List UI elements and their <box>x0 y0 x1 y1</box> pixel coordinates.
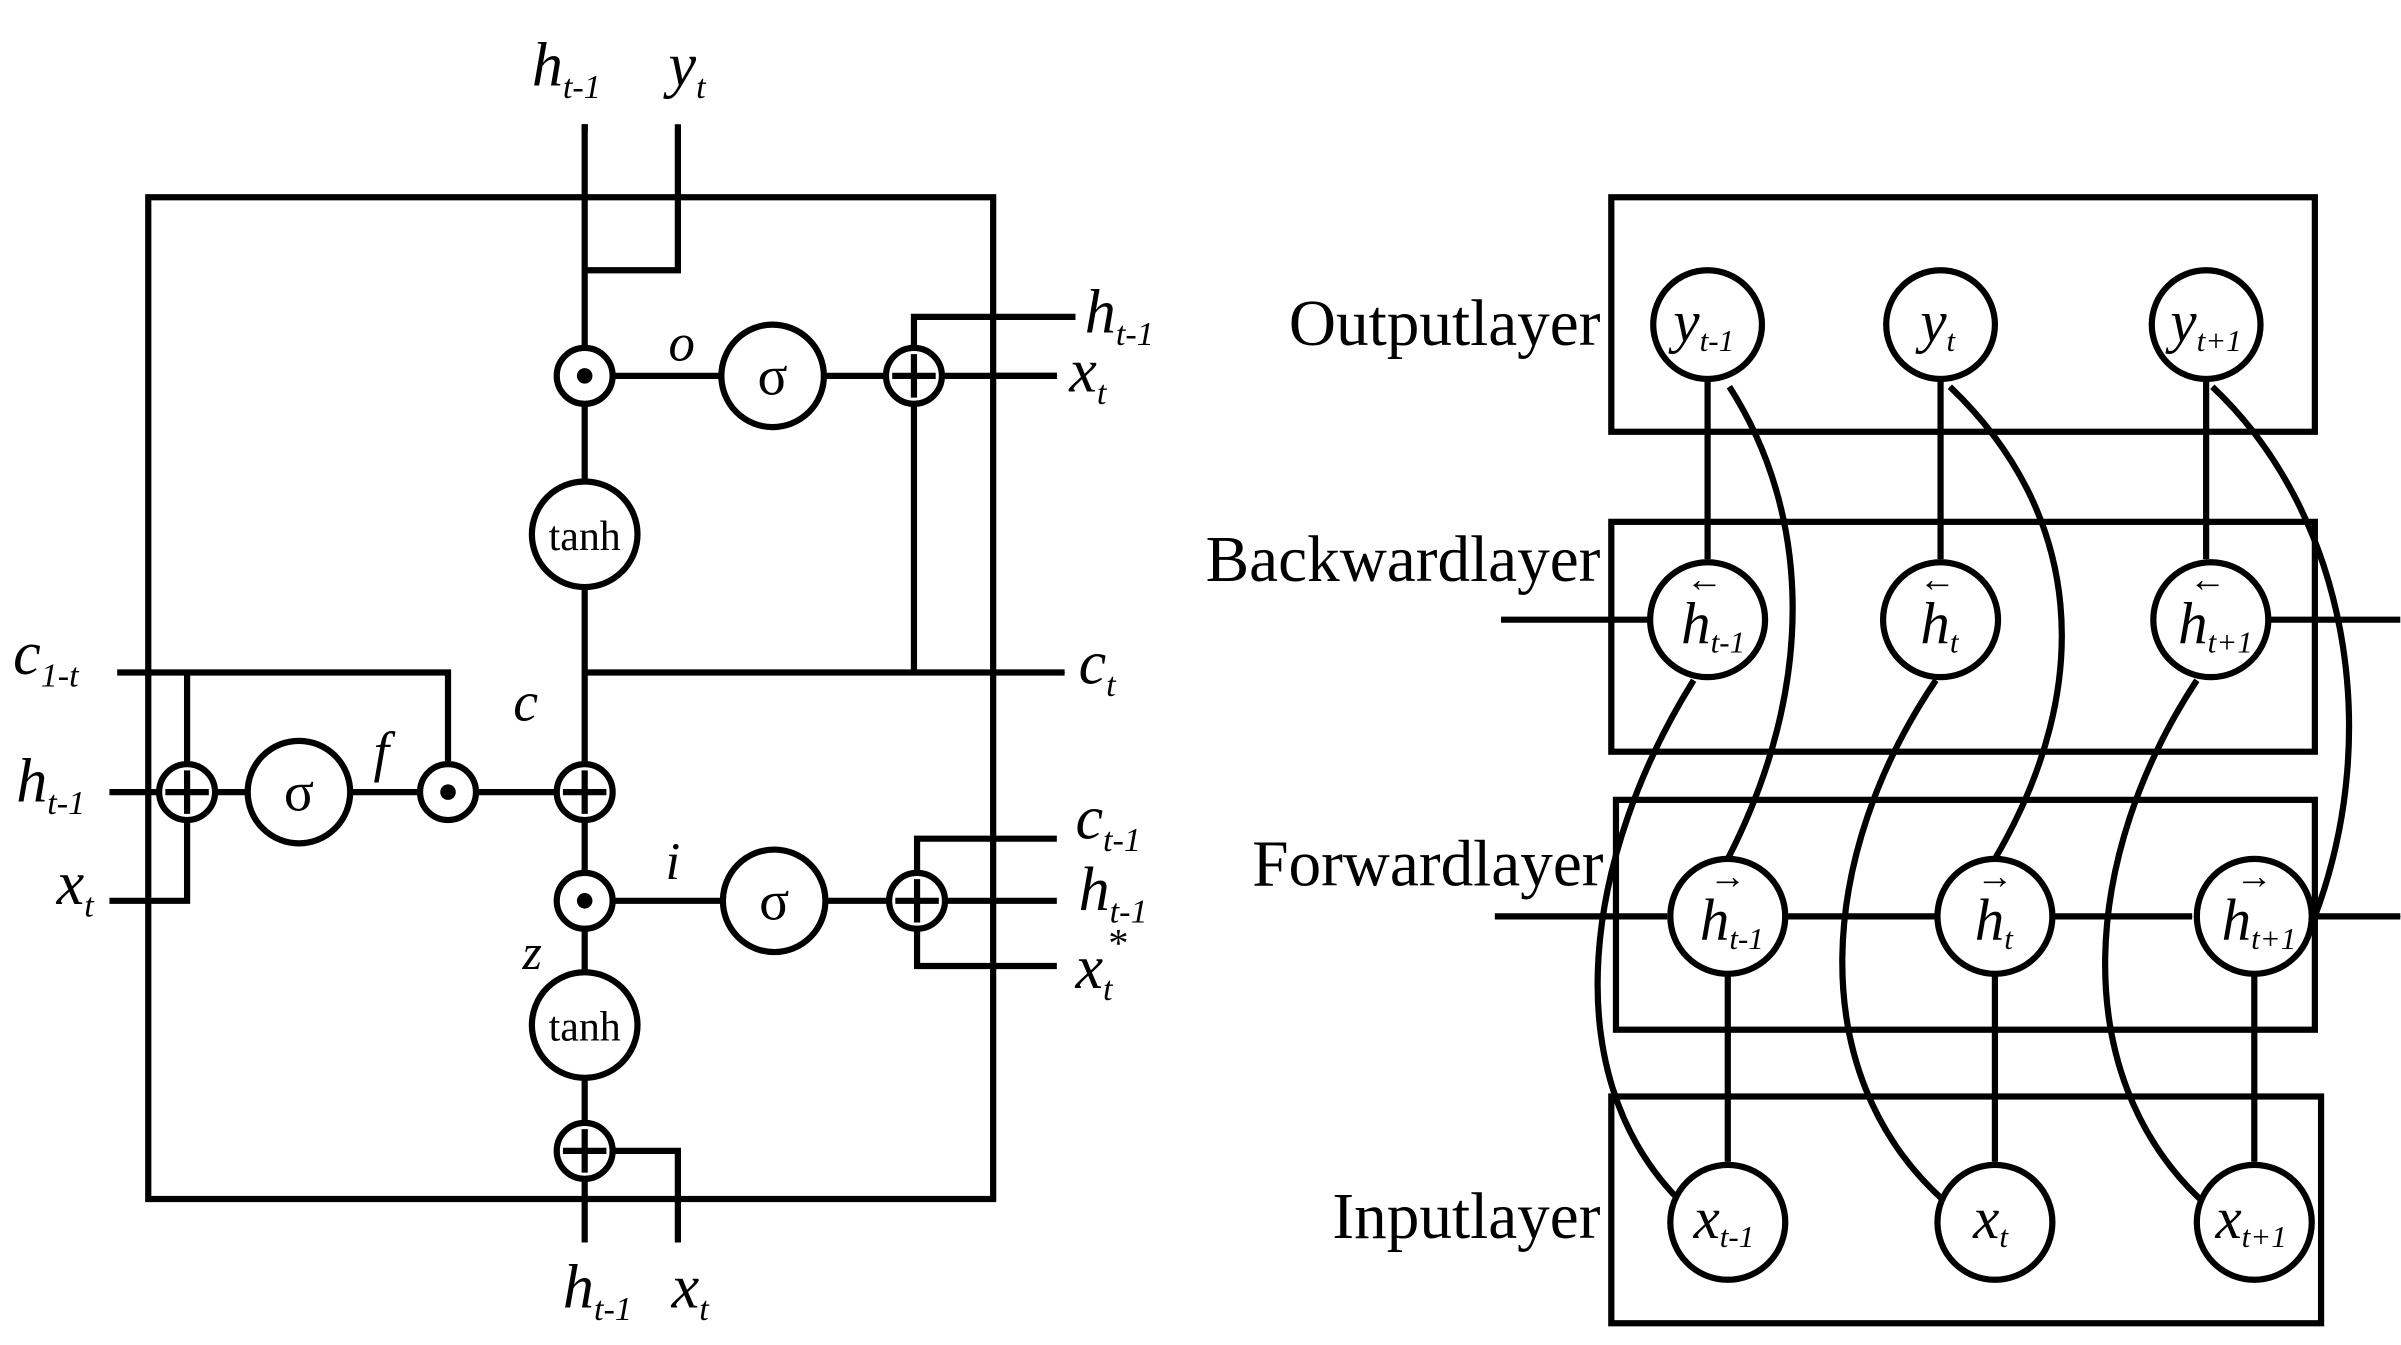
svg-text:ht: ht <box>1975 887 2015 956</box>
forward-arrow-glyph: → <box>1709 856 1746 897</box>
svg-text:yt: yt <box>1915 289 1956 358</box>
in-c-label: ct-1 <box>1075 785 1141 859</box>
sigma-symbol: σ <box>759 870 789 932</box>
svg-text:ht-1: ht-1 <box>1700 887 1764 956</box>
forget-sigma-node: σ <box>244 737 354 847</box>
state-z-label: z <box>522 925 542 980</box>
i-inputs-line <box>913 835 1057 970</box>
input-add-node <box>885 869 949 932</box>
input-multiply-node <box>553 869 616 932</box>
input-node-1: xt-1 <box>1667 1161 1789 1283</box>
x-left-line <box>109 672 191 904</box>
sigma-symbol: σ <box>284 762 314 824</box>
gate-f-label: f <box>373 721 395 783</box>
bottom-add-node <box>553 1119 616 1182</box>
input-node-3: xt+1 <box>2193 1161 2315 1283</box>
in-x-label: xt* <box>1074 921 1127 1008</box>
o-h-line <box>910 313 1076 348</box>
curve-x-to-hb-2 <box>1839 678 1945 1202</box>
svg-text:ht+1: ht+1 <box>2178 590 2253 659</box>
cell-boundary <box>145 194 997 1203</box>
output-layer-box <box>1608 194 2318 435</box>
bottom-x-label: xt <box>671 1254 711 1328</box>
curve-x-to-hb-1 <box>1594 678 1697 1202</box>
output-sigma-node: σ <box>718 321 827 431</box>
tanh-upper-node: tanh <box>528 478 641 591</box>
top-y-label: yt <box>663 31 708 105</box>
tanh-label: tanh <box>549 514 621 560</box>
curve-hf-to-y-1 <box>1725 385 1796 861</box>
branch-to-y <box>584 123 681 274</box>
bottom-x-line <box>612 1147 681 1243</box>
input-sigma-node: σ <box>719 846 829 956</box>
forward-node-1: → ht-1 <box>1667 855 1789 977</box>
output-add-node <box>882 344 946 407</box>
svg-text:yt-1: yt-1 <box>1668 289 1734 358</box>
curve-hf-to-y-3 <box>2210 384 2353 918</box>
forward-node-3: → ht+1 <box>2193 855 2315 977</box>
state-c-label: c <box>513 672 538 734</box>
svg-text:ht-1: ht-1 <box>1681 590 1745 659</box>
input-layer-box <box>1608 1093 2325 1327</box>
svg-text:xt-1: xt-1 <box>1693 1185 1755 1254</box>
gate-i-label: i <box>665 833 680 891</box>
tanh-label: tanh <box>549 1005 621 1051</box>
backward-arrow-glyph: ← <box>1919 560 1956 601</box>
backward-layer-box <box>1608 518 2318 755</box>
backward-node-1: ← ht-1 <box>1647 559 1769 681</box>
input-node-2: xt <box>1934 1161 2056 1283</box>
forget-multiply-node <box>416 761 480 824</box>
curve-hf-to-y-2 <box>1947 384 2065 861</box>
sigma-symbol: σ <box>758 345 788 407</box>
curve-x-to-hb-3 <box>2102 678 2203 1202</box>
forget-add-node <box>156 761 219 824</box>
left-x-label: xt <box>56 850 96 924</box>
output-node-2: yt <box>1883 267 1999 383</box>
output-layer-label: Outputlayer <box>1289 288 1601 360</box>
c-prev-line <box>117 669 452 762</box>
left-c-label: c1-t <box>13 620 80 694</box>
bilstm-network: Outputlayer Backwardlayer Forwardlayer I… <box>1206 194 2401 1327</box>
svg-text:xt+1: xt+1 <box>2214 1185 2286 1254</box>
output-node-1: yt-1 <box>1650 267 1766 383</box>
bottom-h-label: ht-1 <box>563 1254 632 1328</box>
forward-arrow-glyph: → <box>1976 856 2013 897</box>
forward-arrow-glyph: → <box>2236 856 2273 897</box>
gate-o-label: o <box>669 314 695 372</box>
svg-text:xt: xt <box>1972 1185 2009 1254</box>
svg-text:yt+1: yt+1 <box>2165 289 2241 358</box>
backward-arrow-glyph: ← <box>2189 560 2226 601</box>
svg-text:ht+1: ht+1 <box>2222 887 2297 956</box>
svg-text:ht: ht <box>1920 590 1960 659</box>
out-h-label: ht-1 <box>1085 278 1154 352</box>
top-h-label: ht-1 <box>532 31 601 105</box>
left-h-label: ht-1 <box>16 747 85 821</box>
in-h-label: ht-1 <box>1079 856 1148 930</box>
backward-layer-label: Backwardlayer <box>1206 524 1601 596</box>
input-layer-label: Inputlayer <box>1332 1181 1600 1253</box>
backward-node-3: ← ht+1 <box>2150 559 2272 681</box>
lstm-cell: σ tanh σ σ <box>13 31 1154 1328</box>
backward-node-2: ← ht <box>1879 559 2002 681</box>
tanh-lower-node: tanh <box>528 969 641 1081</box>
forward-node-2: → ht <box>1934 855 2056 977</box>
output-node-3: yt+1 <box>2148 267 2264 383</box>
output-multiply-node <box>553 344 616 407</box>
cell-add-node <box>553 761 616 824</box>
right-c-label: ct <box>1079 629 1118 703</box>
backward-arrow-glyph: ← <box>1686 560 1723 601</box>
out-x-label: xt <box>1068 337 1108 411</box>
forward-layer-label: Forwardlayer <box>1252 828 1604 900</box>
